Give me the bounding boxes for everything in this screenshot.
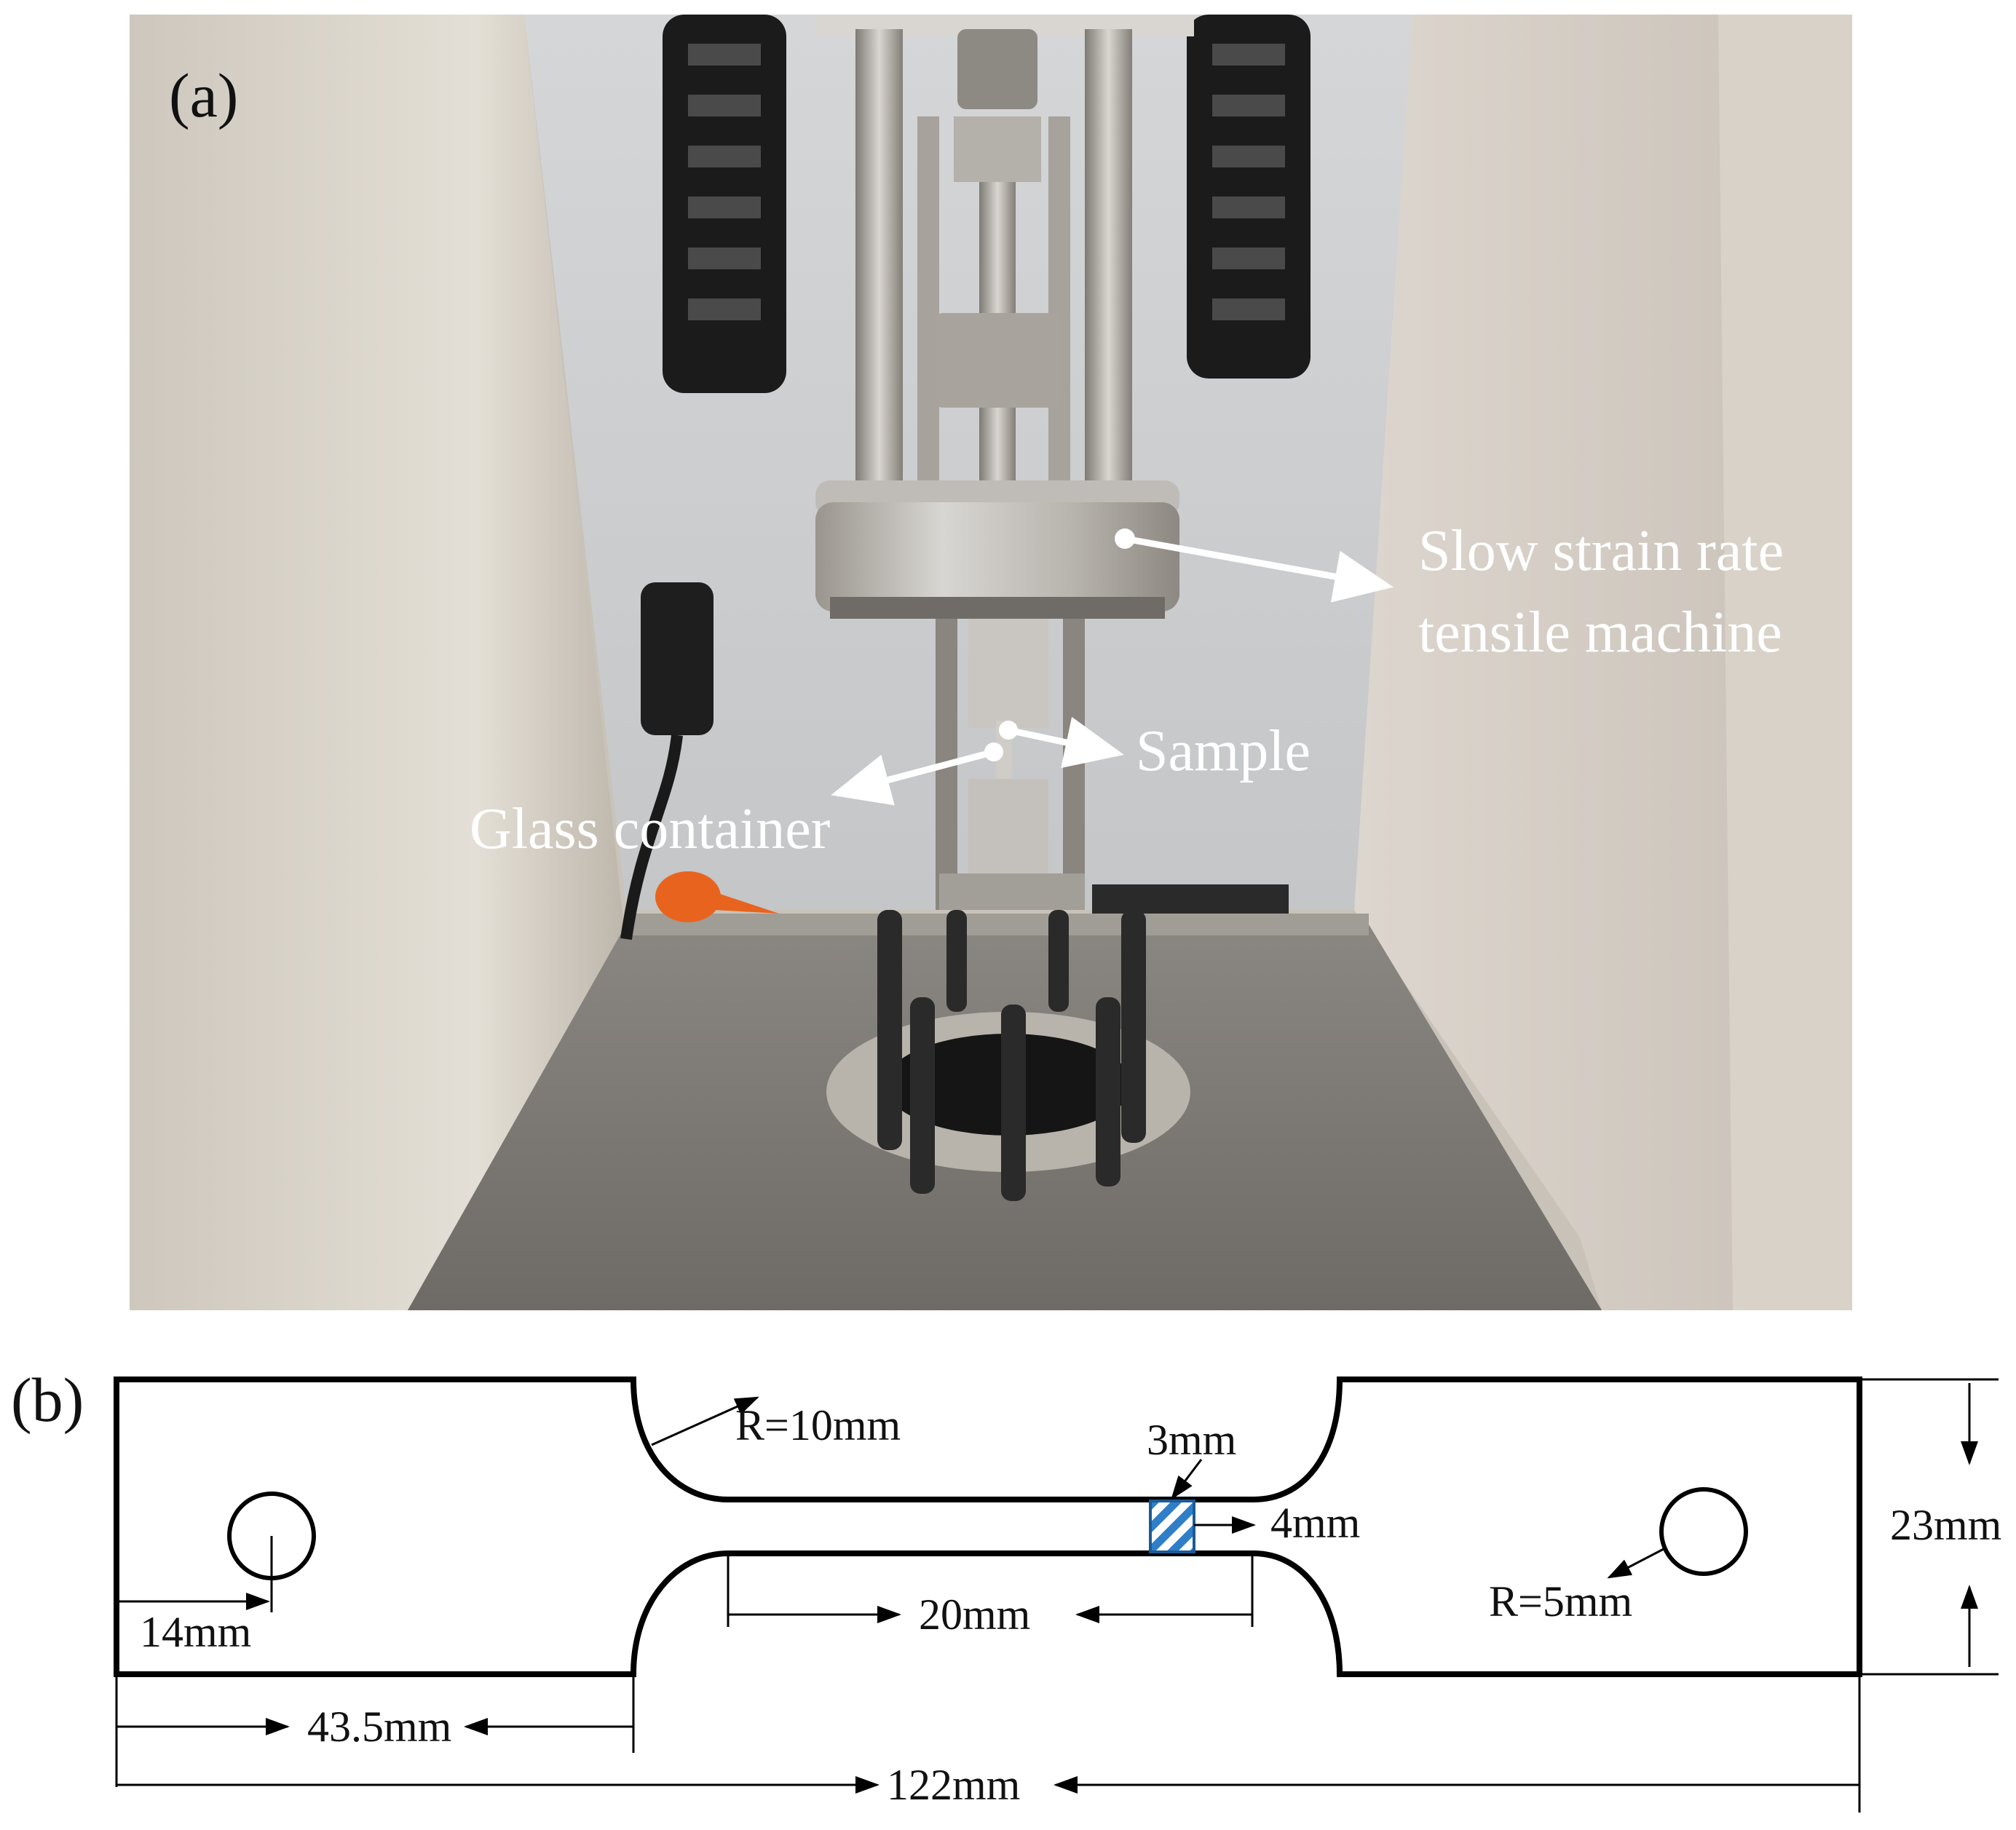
hatched-width-leader bbox=[1171, 1459, 1203, 1500]
machine-callout-line1: Slow strain rate bbox=[1418, 519, 1784, 583]
rubber-bulb-tip bbox=[713, 892, 779, 914]
panel-a-photo bbox=[130, 15, 1852, 1310]
upper-grip bbox=[968, 619, 1048, 728]
lower-grip bbox=[968, 779, 1048, 888]
glass-callout-arrow bbox=[831, 748, 995, 806]
right-pin-hole bbox=[1659, 1487, 1748, 1576]
remote-pendant bbox=[641, 582, 713, 735]
machine-callout-arrow bbox=[1124, 535, 1394, 603]
fillet-radius-leader bbox=[651, 1396, 759, 1446]
chain-links bbox=[688, 44, 1285, 320]
callout-glass: Glass container bbox=[470, 742, 1003, 861]
load-cell-clamp bbox=[957, 29, 1037, 109]
dimension-lines bbox=[115, 1378, 1999, 1813]
callout-machine: Slow strain rate tensile machine bbox=[1115, 519, 1784, 665]
coupling-nuts bbox=[936, 313, 1059, 408]
glass-callout-label: Glass container bbox=[470, 797, 830, 861]
panel-a-label: (a) bbox=[169, 60, 238, 130]
bolt-rack bbox=[1092, 884, 1289, 914]
floor-lip bbox=[626, 914, 1369, 935]
panel-b-label: (b) bbox=[11, 1365, 84, 1435]
right-guide-rod bbox=[1085, 29, 1132, 495]
hatched-height-label: 4mm bbox=[1270, 1499, 1360, 1547]
lower-tie-rod-right bbox=[1063, 619, 1085, 910]
load-cell bbox=[954, 116, 1041, 182]
hole-radius-label: R=5mm bbox=[1489, 1577, 1632, 1625]
total-height-label: 23mm bbox=[1890, 1501, 2001, 1549]
flange-bottom-shadow bbox=[830, 597, 1165, 619]
total-length-label: 122mm bbox=[887, 1761, 1020, 1809]
fillet-radius-label: R=10mm bbox=[735, 1401, 901, 1449]
shoulder-length-label: 43.5mm bbox=[307, 1703, 451, 1751]
hole-radius-leader bbox=[1607, 1548, 1664, 1579]
grip-base-plate bbox=[939, 874, 1085, 910]
inner-rod-left bbox=[917, 116, 939, 495]
cell-flange bbox=[815, 502, 1179, 611]
rubber-bulb bbox=[655, 871, 721, 922]
hatched-sample-region bbox=[1149, 1500, 1195, 1553]
tie-bolts bbox=[877, 910, 1146, 1201]
left-guide-rod bbox=[855, 29, 903, 495]
machine-callout-line2: tensile machine bbox=[1418, 601, 1782, 665]
hole-offset-label: 14mm bbox=[140, 1608, 251, 1656]
left-wall bbox=[130, 15, 626, 1310]
hatched-width-label: 3mm bbox=[1147, 1416, 1236, 1464]
right-wall-edge bbox=[1718, 15, 1852, 1310]
inner-rod-right bbox=[1048, 116, 1070, 495]
remote-cable bbox=[620, 734, 683, 940]
callout-sample: Sample bbox=[999, 716, 1311, 783]
gauge-length-label: 20mm bbox=[919, 1591, 1030, 1639]
sample-callout-arrow bbox=[1008, 716, 1124, 769]
sample-callout-label: Sample bbox=[1136, 719, 1311, 783]
